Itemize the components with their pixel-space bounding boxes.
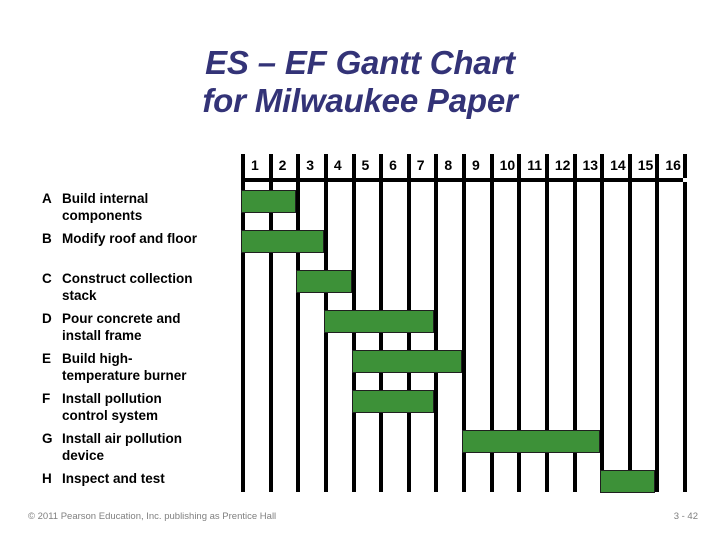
- week-header-6: 6: [389, 157, 397, 173]
- week-header-10: 10: [499, 157, 516, 173]
- task-name-line1-f: Install pollution: [62, 391, 162, 406]
- task-name-g: Install air pollution device: [62, 430, 234, 464]
- gridline-header-15: [655, 154, 660, 178]
- gridline-header-12: [572, 154, 577, 178]
- task-name-e: Build high-temperature burner: [62, 350, 234, 384]
- week-header-8: 8: [444, 157, 453, 173]
- gantt-bar-c[interactable]: [296, 270, 352, 293]
- task-name-a: Build internal components: [62, 190, 234, 224]
- gridline-body-16: [683, 182, 687, 492]
- title-line-1: ES – EF Gantt Chart: [205, 44, 515, 81]
- gantt-bar-g[interactable]: [462, 430, 601, 453]
- gridline-body-8: [462, 182, 466, 492]
- gridline-body-0: [241, 182, 245, 492]
- week-header-14: 14: [610, 157, 626, 173]
- gridline-body-6: [406, 182, 411, 492]
- week-header-2: 2: [278, 157, 287, 173]
- task-name-line1-e: Build high-: [62, 351, 133, 366]
- gridline-header-9: [489, 154, 494, 178]
- task-name-line1-g: Install air pollution: [62, 431, 183, 446]
- footer-page-number: 3 - 42: [673, 511, 698, 522]
- task-name-line1-h: Inspect and test: [62, 471, 165, 486]
- task-name-line2-c: stack: [62, 288, 97, 303]
- gridline-body-15: [655, 182, 660, 492]
- gantt-bar-e[interactable]: [351, 350, 462, 373]
- gridline-header-3: [323, 154, 328, 178]
- task-letter-a: A: [42, 191, 52, 206]
- task-letter-e: E: [42, 351, 52, 366]
- task-letter-h: H: [42, 471, 52, 486]
- gridline-body-4: [351, 182, 356, 492]
- task-letter-d: D: [42, 311, 52, 326]
- gridline-body-12: [572, 182, 577, 492]
- gridline-body-10: [517, 182, 522, 492]
- gridline-body-13: [600, 182, 605, 492]
- task-name-line2-g: device: [62, 448, 105, 463]
- task-name-line1-b: Modify roof and floor: [62, 231, 197, 246]
- gridline-header-4: [351, 154, 356, 178]
- task-name-line2-e: temperature burner: [62, 368, 187, 383]
- week-header-16: 16: [665, 157, 681, 173]
- gantt-bar-h[interactable]: [600, 470, 656, 493]
- task-name-b: Modify roof and floor: [62, 230, 234, 247]
- week-header-12: 12: [554, 157, 571, 173]
- gridline-body-7: [434, 182, 439, 492]
- gridline-header-5: [379, 154, 384, 178]
- gridline-body-14: [627, 182, 632, 492]
- gridline-header-2: [296, 154, 301, 178]
- page-title: ES – EF Gantt Chart for Milwaukee Paper: [0, 44, 720, 120]
- task-name-line1-a: Build internal: [62, 191, 149, 206]
- task-letter-c: C: [42, 271, 52, 286]
- week-header-15: 15: [637, 157, 654, 173]
- gridline-header-1: [268, 154, 273, 178]
- gantt-bar-f[interactable]: [351, 390, 435, 413]
- week-header-1: 1: [251, 157, 259, 173]
- gridline-body-11: [544, 182, 549, 492]
- week-header-3: 3: [306, 157, 315, 173]
- gridline-body-3: [323, 182, 328, 492]
- gridline-header-7: [434, 154, 439, 178]
- task-name-h: Inspect and test: [62, 470, 234, 487]
- gridline-header-6: [406, 154, 411, 178]
- task-name-d: Pour concrete and install frame: [62, 310, 234, 344]
- gridline-header-13: [600, 154, 605, 178]
- gantt-bar-a[interactable]: [241, 190, 297, 213]
- task-letter-f: F: [42, 391, 51, 406]
- task-name-c: Construct collection stack: [62, 270, 234, 304]
- week-header-5: 5: [361, 157, 370, 173]
- gridline-body-1: [268, 182, 273, 492]
- gridline-body-2: [296, 182, 301, 492]
- title-line-2: for Milwaukee Paper: [202, 82, 518, 119]
- gridline-header-10: [517, 154, 522, 178]
- gantt-bar-b[interactable]: [241, 230, 324, 253]
- gridline-header-16: [683, 154, 687, 178]
- week-header-7: 7: [416, 157, 425, 173]
- header-divider: [241, 178, 683, 182]
- week-header-11: 11: [527, 157, 543, 173]
- gridline-body-5: [379, 182, 384, 492]
- week-header-9: 9: [472, 157, 480, 173]
- task-letter-b: B: [42, 231, 52, 246]
- task-name-line2-d: install frame: [62, 328, 142, 343]
- task-name-line1-c: Construct collection: [62, 271, 193, 286]
- task-name-f: Install pollution control system: [62, 390, 234, 424]
- gridline-header-0: [241, 154, 245, 178]
- gridline-header-11: [544, 154, 549, 178]
- gantt-bar-d[interactable]: [323, 310, 435, 333]
- task-name-line2-a: components: [62, 208, 143, 223]
- task-name-line2-f: control system: [62, 408, 159, 423]
- task-name-line1-d: Pour concrete and: [62, 311, 181, 326]
- task-letter-g: G: [42, 431, 53, 446]
- gridline-body-9: [489, 182, 494, 492]
- gridline-header-14: [627, 154, 632, 178]
- week-header-4: 4: [333, 157, 342, 173]
- footer-copyright: © 2011 Pearson Education, Inc. publishin…: [28, 511, 277, 522]
- gridline-header-8: [462, 154, 466, 178]
- week-header-13: 13: [582, 157, 599, 173]
